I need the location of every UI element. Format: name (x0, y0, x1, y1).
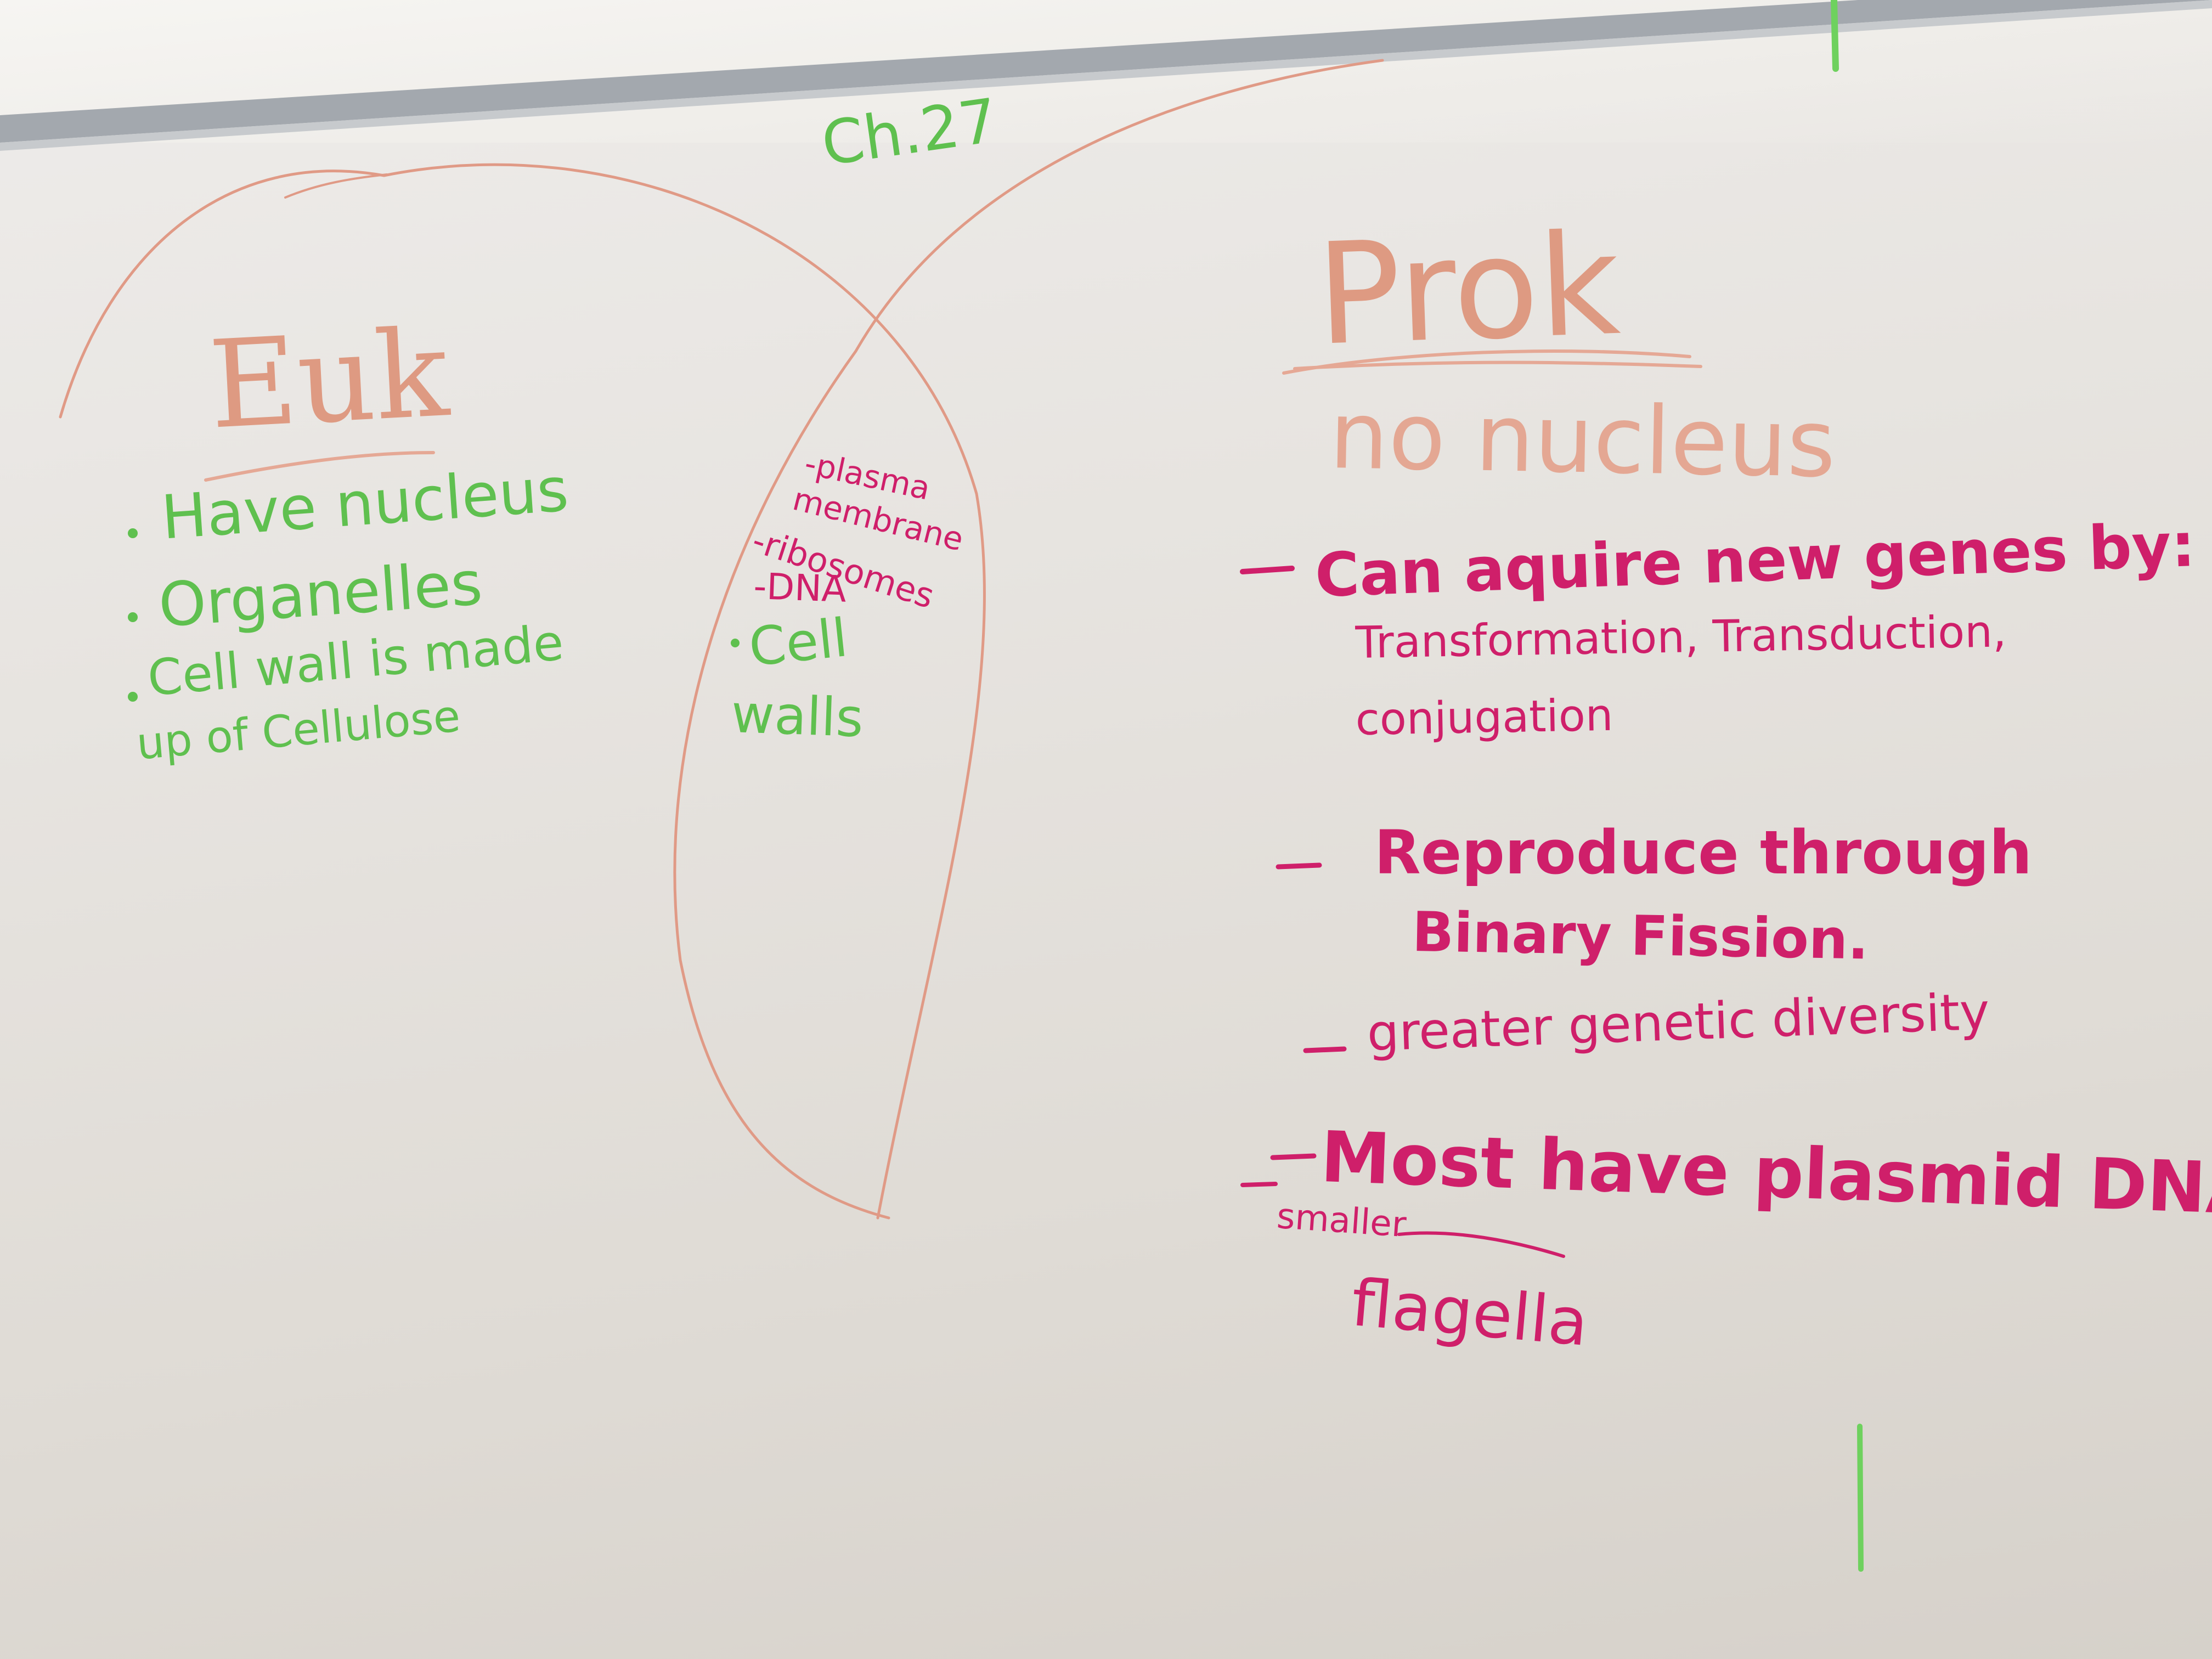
euk-bullet-3 (128, 692, 138, 702)
prok-title: Prok (1314, 203, 1623, 377)
smaller-scribble (1397, 1231, 1565, 1258)
both-dna: -DNA (753, 565, 848, 611)
prok-point-binary-fission: Binary Fission. (1411, 900, 1870, 972)
prok-circle (673, 59, 1384, 1220)
both-walls: walls (730, 683, 865, 749)
whiteboard-frame-shadow (0, 0, 2212, 151)
euk-circle-top-stroke (284, 173, 388, 199)
euk-bullet-1 (128, 528, 138, 538)
prok-dash-1 (1240, 566, 1295, 574)
euk-title: Euk (206, 303, 452, 456)
euk-circle (59, 163, 986, 1220)
prok-point-reproduce: Reproduce through (1374, 817, 2033, 888)
green-edge-mark-bottom (1857, 1424, 1864, 1572)
prok-point-conjugation: conjugation (1355, 689, 1614, 745)
green-edge-mark-top (1831, 0, 1839, 72)
prok-dash-3 (1303, 1046, 1347, 1053)
prok-subtitle: no nucleus (1328, 381, 1837, 499)
prok-dash-5 (1240, 1182, 1278, 1187)
euk-underline (204, 451, 435, 482)
both-bullet (731, 639, 740, 647)
prok-underline (1282, 349, 1702, 375)
euk-bullet-2 (128, 612, 138, 622)
prok-dash-4 (1270, 1153, 1317, 1160)
prok-dash-2 (1276, 862, 1322, 870)
both-cell: Cell (746, 607, 851, 679)
